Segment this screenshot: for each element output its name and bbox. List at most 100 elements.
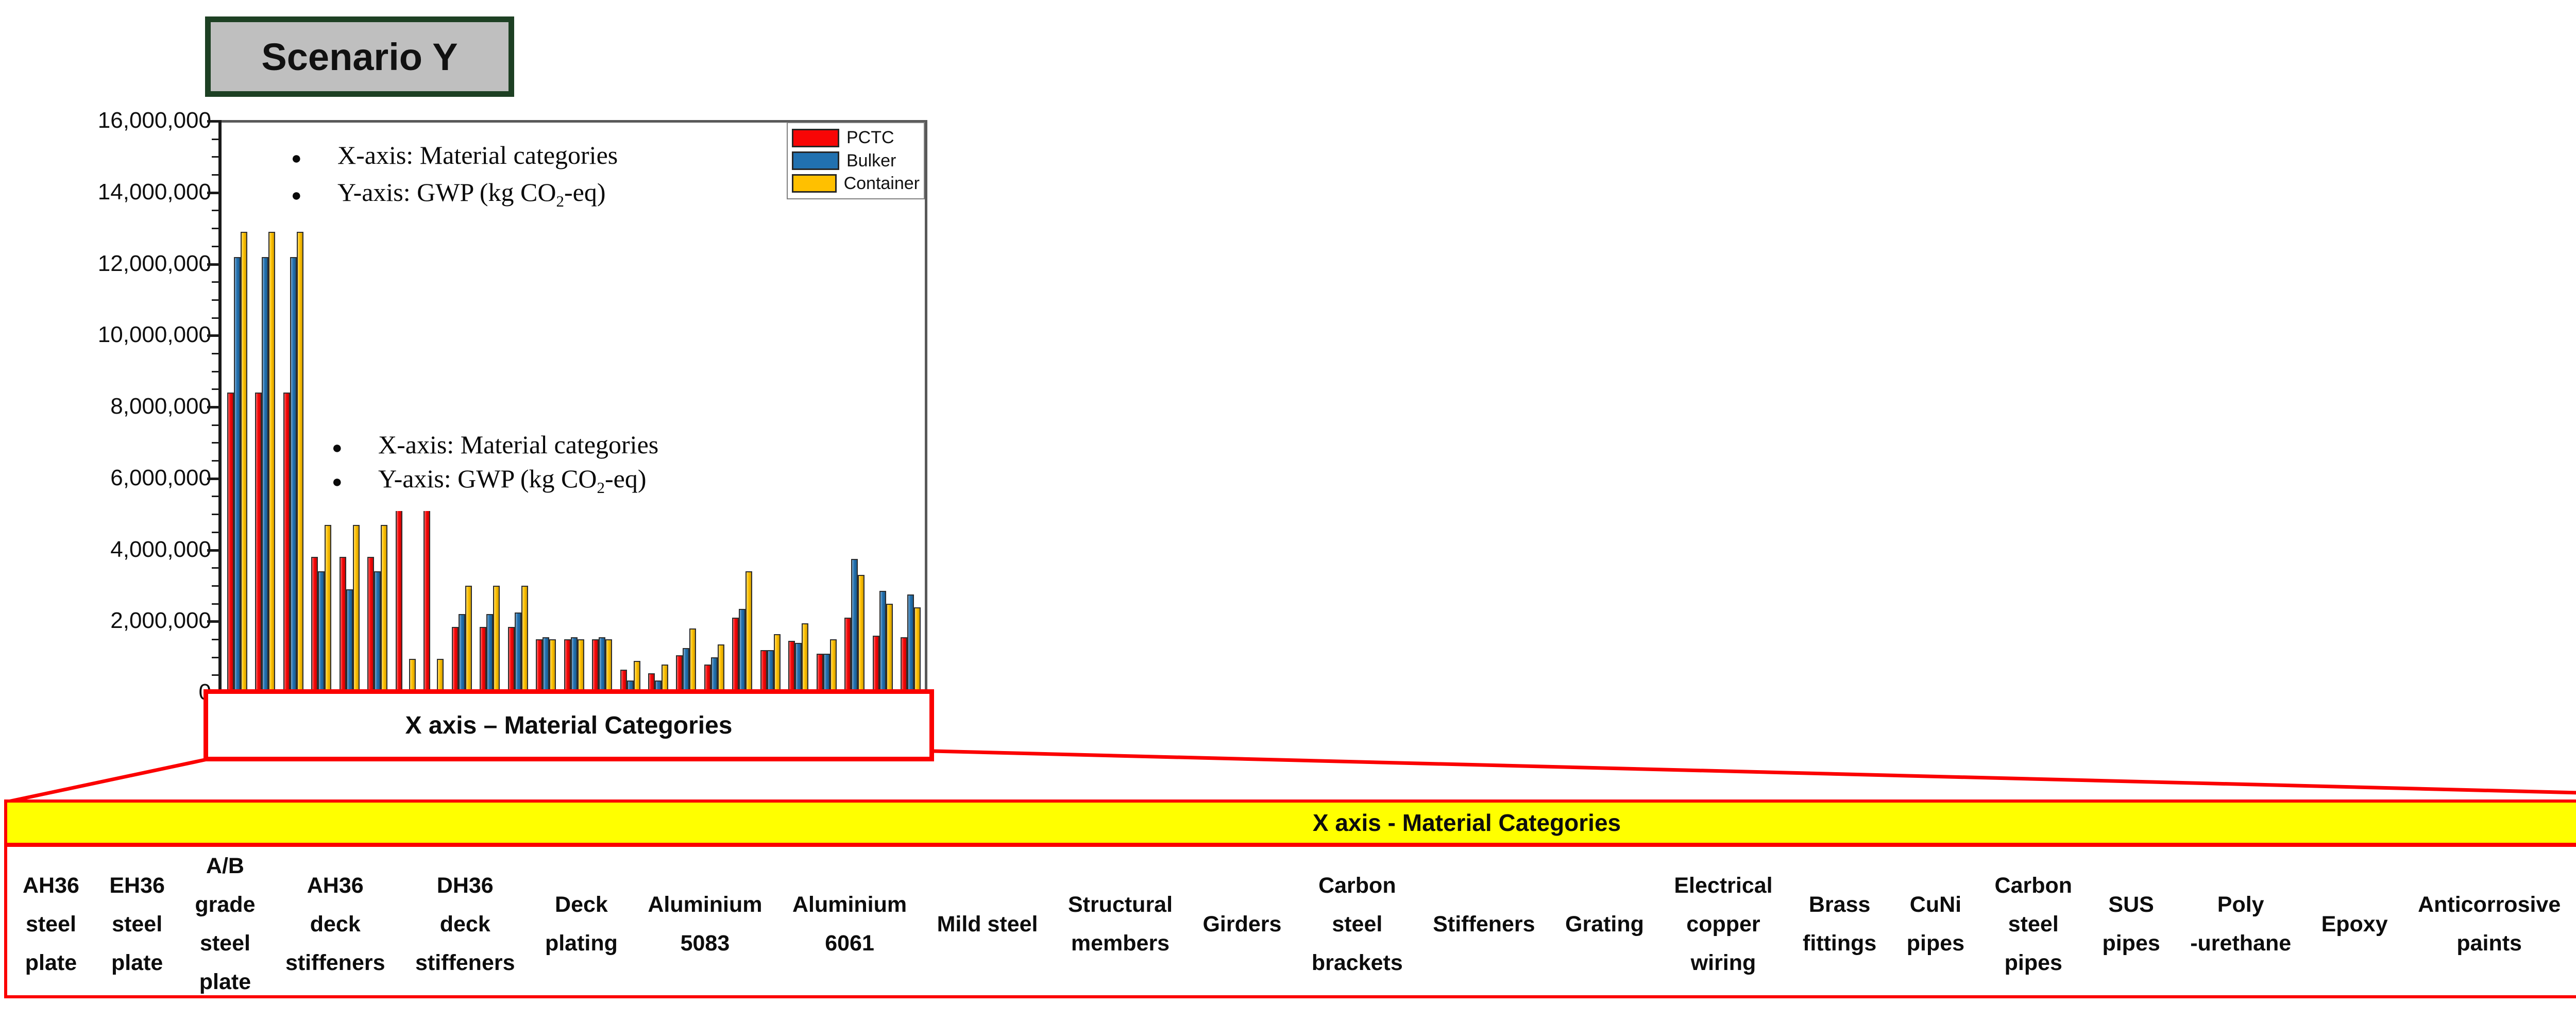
y-major-tick [207, 549, 218, 552]
y-minor-tick [212, 370, 218, 372]
y-axis-note: Y-axis: GWP (kg CO2-eq) [337, 178, 606, 210]
bar-bulker [767, 650, 774, 693]
bar-bulker [570, 637, 578, 693]
bar-group [841, 121, 869, 693]
bar-pctc [816, 653, 823, 693]
material-categories-panel: X axis - Material Categories AH36 steel … [4, 799, 2576, 998]
panel-header-band: X axis - Material Categories [7, 803, 2576, 847]
bar-bulker [543, 637, 550, 693]
bar-container [689, 628, 697, 693]
bar-pctc [507, 626, 515, 693]
y-tick-label: 2,000,000 [110, 608, 211, 634]
x-axis-callout-label: X axis – Material Categories [405, 711, 733, 739]
y-tick-label: 16,000,000 [97, 108, 211, 133]
y-minor-tick [212, 496, 218, 498]
y-minor-tick [212, 388, 218, 390]
bar-pctc [704, 664, 711, 693]
scenario-title: Scenario Y [261, 35, 458, 78]
bar-bulker [486, 614, 494, 693]
bar-group [644, 121, 672, 693]
bar-container [409, 659, 416, 693]
y-major-tick [207, 334, 218, 337]
bar-container [717, 644, 724, 693]
y-minor-tick [212, 245, 218, 247]
bar-group [785, 121, 812, 693]
bar-group [672, 121, 700, 693]
category-label: AH36 deck stiffeners [285, 873, 385, 975]
panel-header-label: X axis - Material Categories [1312, 809, 1621, 836]
y-tick-label: 12,000,000 [97, 250, 211, 276]
y-minor-tick [212, 228, 218, 230]
category-label: Anticorrosive paints [2418, 892, 2561, 956]
y-minor-tick [212, 299, 218, 301]
bar-container [858, 575, 865, 693]
bar-bulker [599, 637, 606, 693]
bar-pctc [339, 557, 346, 693]
category-label: Stiffeners [1433, 911, 1535, 937]
bullet-icon: ● [332, 438, 343, 457]
category-label: CuNi pipes [1906, 892, 1965, 956]
bar-pctc [760, 650, 767, 693]
bar-pctc [564, 639, 571, 693]
y-major-tick [207, 620, 218, 623]
bar-bulker [739, 608, 746, 693]
category-label: Mild steel [937, 911, 1038, 937]
bar-group [448, 121, 476, 693]
bar-group [588, 121, 616, 693]
bar-pctc [367, 557, 375, 693]
y-minor-tick [212, 156, 218, 158]
bar-container [886, 603, 893, 693]
y-tick-label: 8,000,000 [110, 394, 211, 419]
bar-container [802, 623, 809, 693]
bar-pctc [872, 636, 879, 693]
category-label: Aluminium 5083 [648, 892, 762, 956]
legend-swatch-pctc [792, 128, 839, 147]
category-label: Aluminium 6061 [792, 892, 907, 956]
bullet-icon: ● [291, 186, 302, 205]
connector-line-left [8, 757, 208, 804]
y-minor-tick [212, 674, 218, 676]
bar-group [279, 121, 307, 693]
bar-container [633, 660, 640, 693]
bar-bulker [374, 571, 381, 693]
bar-group [476, 121, 503, 693]
bullet-icon: ● [291, 149, 302, 168]
legend-label: Container [843, 173, 920, 193]
y-minor-tick [212, 656, 218, 658]
category-label: AH36 steel plate [23, 873, 79, 975]
y-minor-tick [212, 442, 218, 444]
category-label: EH36 steel plate [109, 873, 165, 975]
y-minor-tick [212, 424, 218, 426]
bar-bulker [823, 653, 830, 693]
bar-container [773, 634, 781, 693]
y-tick-label: 4,000,000 [110, 536, 211, 562]
bar-pctc [788, 641, 795, 693]
y-minor-tick [212, 352, 218, 354]
bar-container [829, 639, 837, 693]
bar-pctc [620, 669, 627, 693]
category-label: Epoxy [2321, 911, 2388, 937]
x-axis-note: X-axis: Material categories [337, 141, 618, 169]
y-tick-label: 0 [15, 679, 211, 705]
annotation-line: ● X-axis: Material categories [332, 430, 672, 460]
bar-group [869, 121, 896, 693]
category-label: A/B grade steel plate [195, 854, 256, 994]
bar-pctc [901, 637, 908, 693]
bar-container [325, 524, 332, 693]
y-major-tick [207, 263, 218, 266]
bar-bulker [514, 612, 521, 693]
legend-swatch-bulker [792, 151, 839, 170]
bar-series-container [223, 121, 925, 693]
annotation-line: ● Y-axis: GWP (kg CO2-eq) [332, 464, 672, 497]
bar-bulker [907, 594, 914, 693]
bar-pctc [480, 626, 487, 693]
bar-group [419, 121, 447, 693]
y-minor-tick [212, 210, 218, 212]
bar-group [532, 121, 560, 693]
bar-bulker [233, 257, 241, 693]
category-label: Deck plating [545, 892, 618, 956]
x-axis-callout-box: X axis – Material Categories [204, 689, 934, 761]
bar-bulker [318, 571, 325, 693]
bar-bulker [262, 257, 269, 693]
category-label: SUS pipes [2102, 892, 2160, 956]
